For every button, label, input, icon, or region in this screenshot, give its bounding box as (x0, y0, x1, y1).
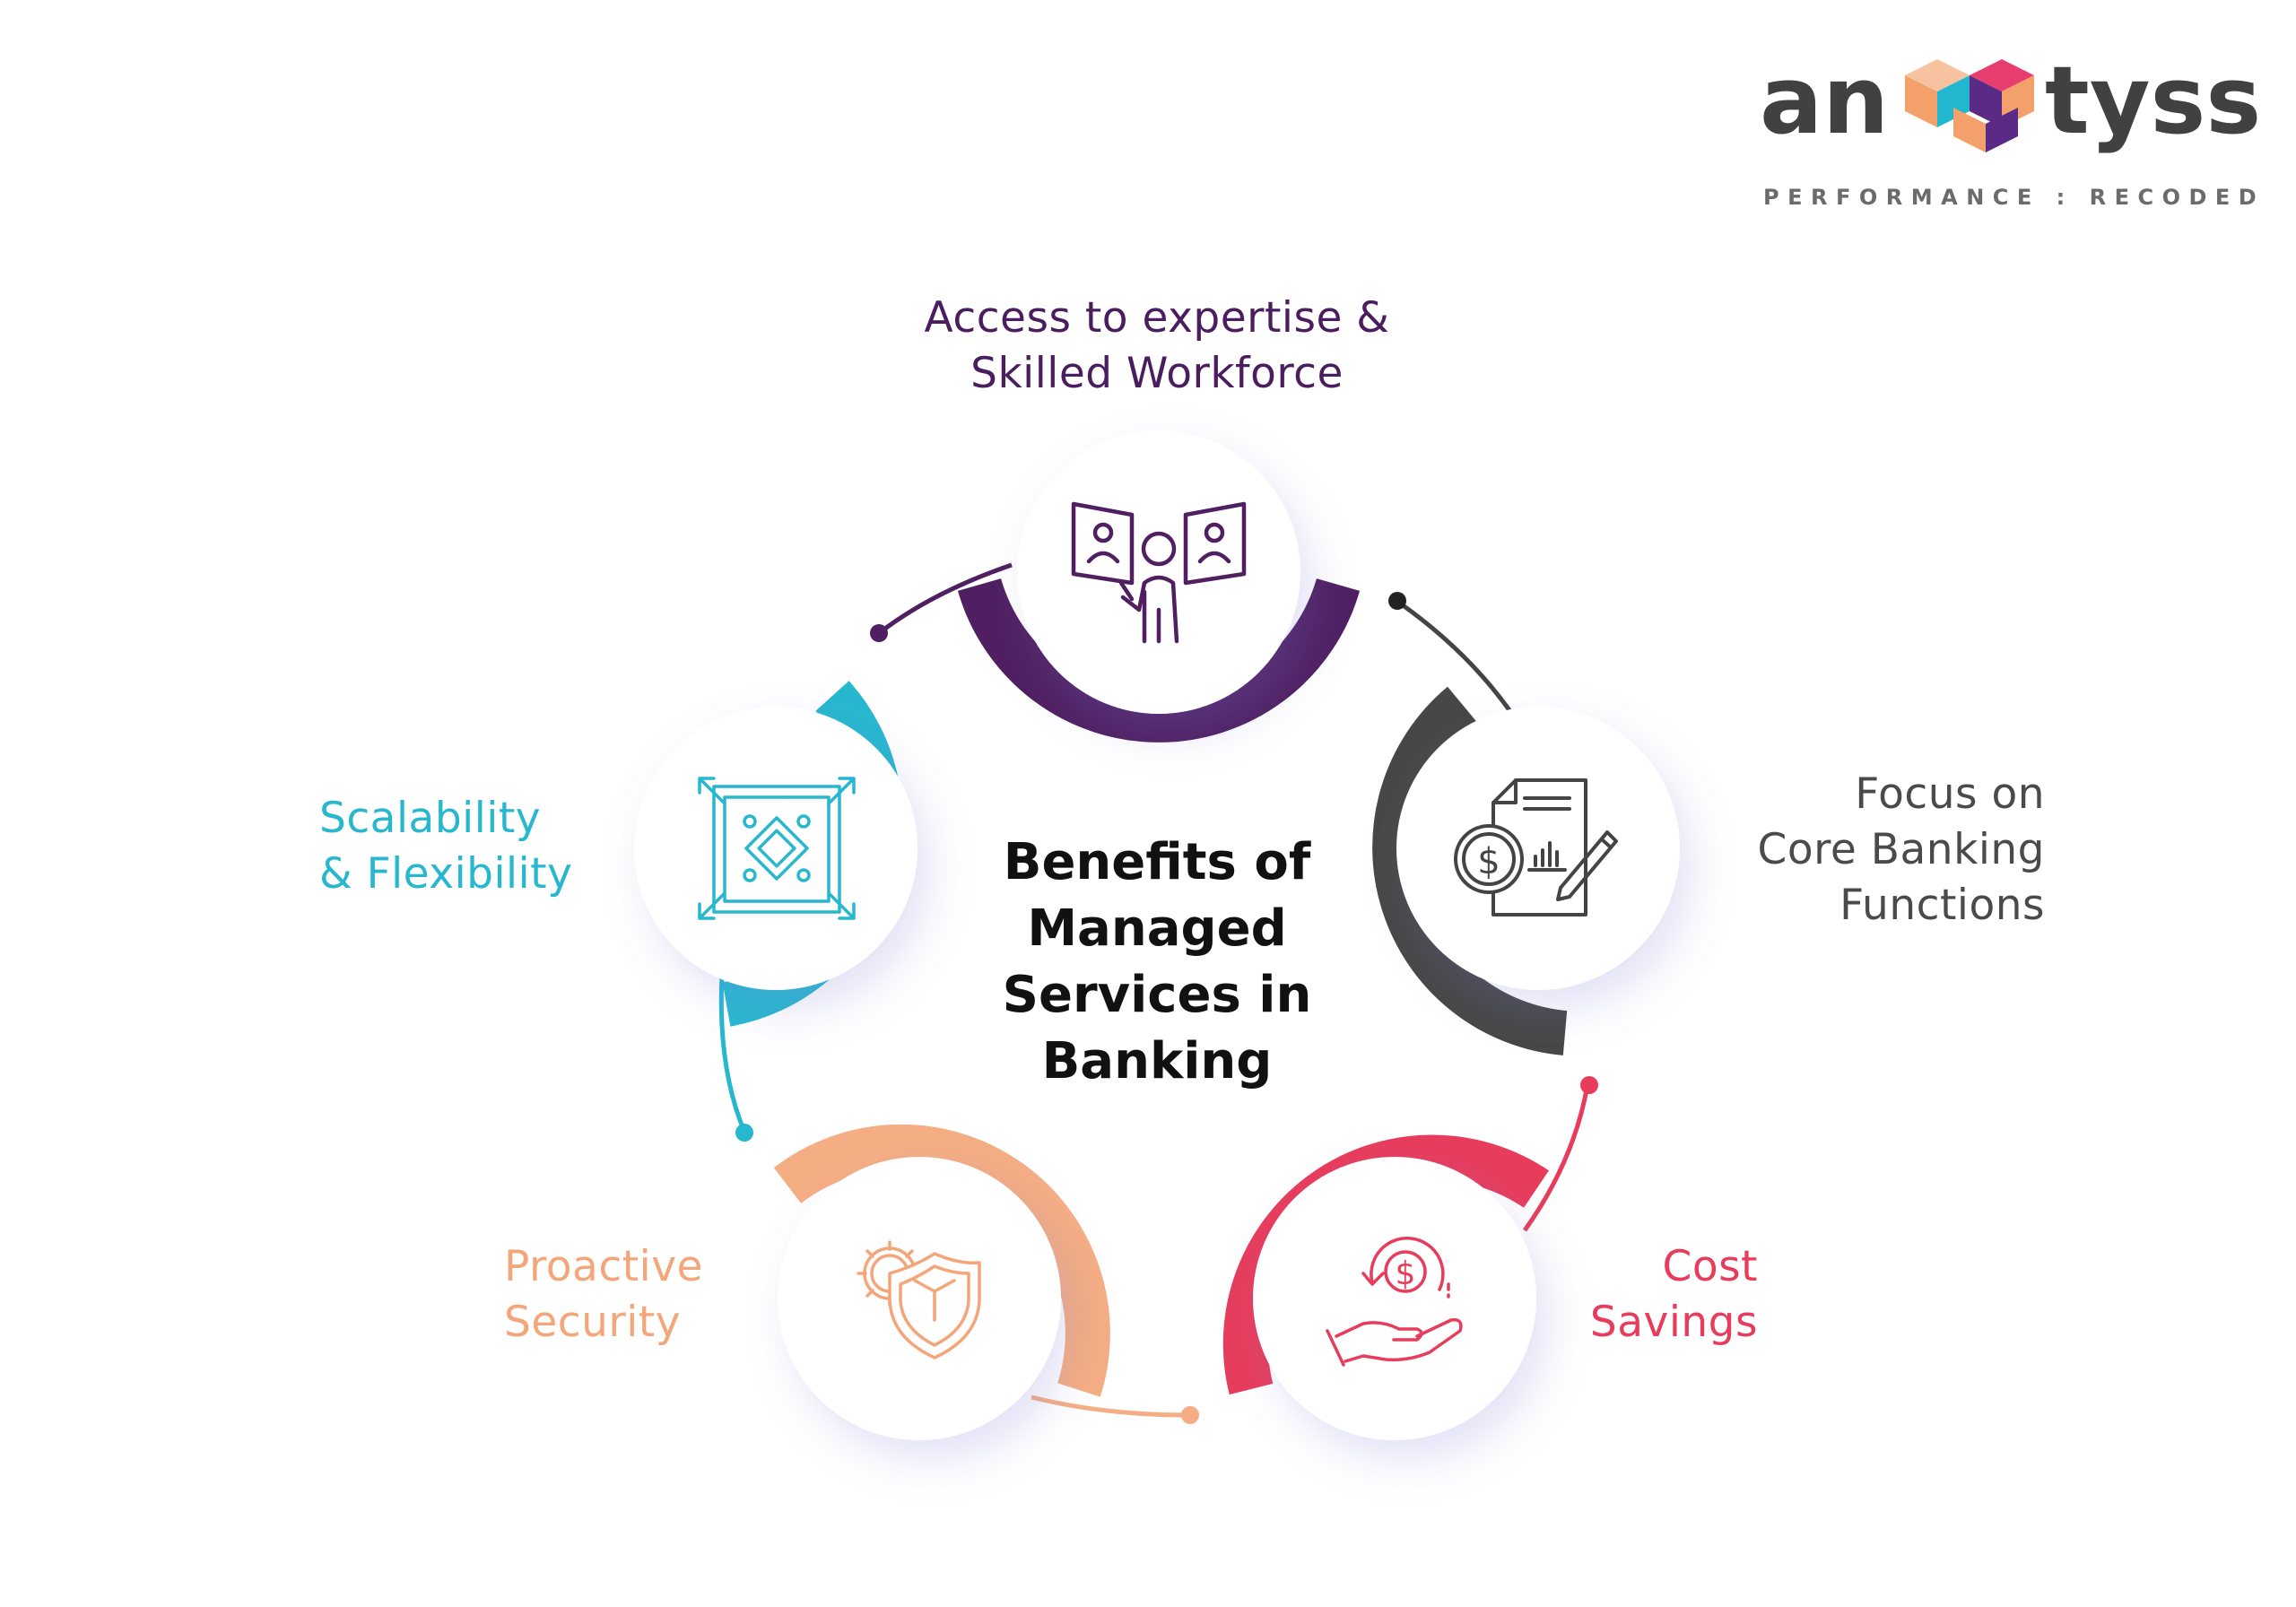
connector-bottom-right-to-right (1522, 1076, 1598, 1232)
presentation-people-icon (1071, 501, 1247, 644)
label-expertise: Access to expertise & Skilled Workforce (726, 291, 1587, 402)
label-line: Cost (1662, 1242, 1758, 1291)
label-line: Proactive (504, 1242, 703, 1291)
center-title-line: Managed (1027, 899, 1287, 958)
logo-tagline: PERFORMANCE : RECODED (1763, 185, 2266, 210)
logo-prefix: an (1760, 52, 1889, 155)
label-line: Functions (1839, 881, 2045, 930)
gear-shield-icon (857, 1240, 981, 1359)
center-title-line: Services in (1002, 966, 1312, 1024)
label-line: Savings (1589, 1298, 1758, 1347)
connector-left-to-bottom-left (718, 975, 753, 1142)
center-title: Benefits of Managed Services in Banking (960, 830, 1354, 1095)
label-line: Skilled Workforce (970, 349, 1344, 398)
document-coin-pencil-icon: $ (1454, 778, 1618, 916)
label-core-banking: Focus on Core Banking Functions (1668, 767, 2045, 934)
center-title-line: Banking (1041, 1032, 1273, 1090)
label-line: Access to expertise & (924, 293, 1390, 343)
logo-suffix: tyss (2045, 52, 2261, 155)
node-circle-right (1396, 707, 1680, 990)
center-title-line: Benefits of (1003, 833, 1311, 891)
arc-right (1372, 686, 1568, 1055)
label-line: & Flexibility (319, 849, 573, 899)
label-scalability: Scalability & Flexibility (319, 791, 678, 902)
arc-bottom-left (773, 1124, 1110, 1397)
expand-square-icon (698, 777, 856, 920)
label-line: Core Banking (1757, 825, 2045, 874)
label-line: Focus on (1855, 769, 2045, 819)
hand-dollar-refresh-icon: $ (1326, 1237, 1463, 1367)
node-circle-bottom-right (1253, 1157, 1536, 1440)
svg-text:$: $ (1396, 1255, 1416, 1292)
connector-right-to-top (1388, 592, 1512, 712)
label-cost-savings: Cost Savings (1480, 1239, 1758, 1351)
logo-wordmark: an tyss (1760, 46, 2262, 160)
label-line: Security (504, 1298, 682, 1347)
connector-top-to-left (870, 562, 1013, 642)
label-line: Scalability (319, 794, 542, 843)
logo-cube-mark (1905, 59, 2034, 152)
connector-bottom-left-to-bottom-right (1031, 1394, 1199, 1424)
node-circle-top (1017, 430, 1300, 714)
arc-top (957, 578, 1361, 743)
label-security: Proactive Security (504, 1239, 827, 1351)
svg-text:$: $ (1477, 841, 1500, 882)
